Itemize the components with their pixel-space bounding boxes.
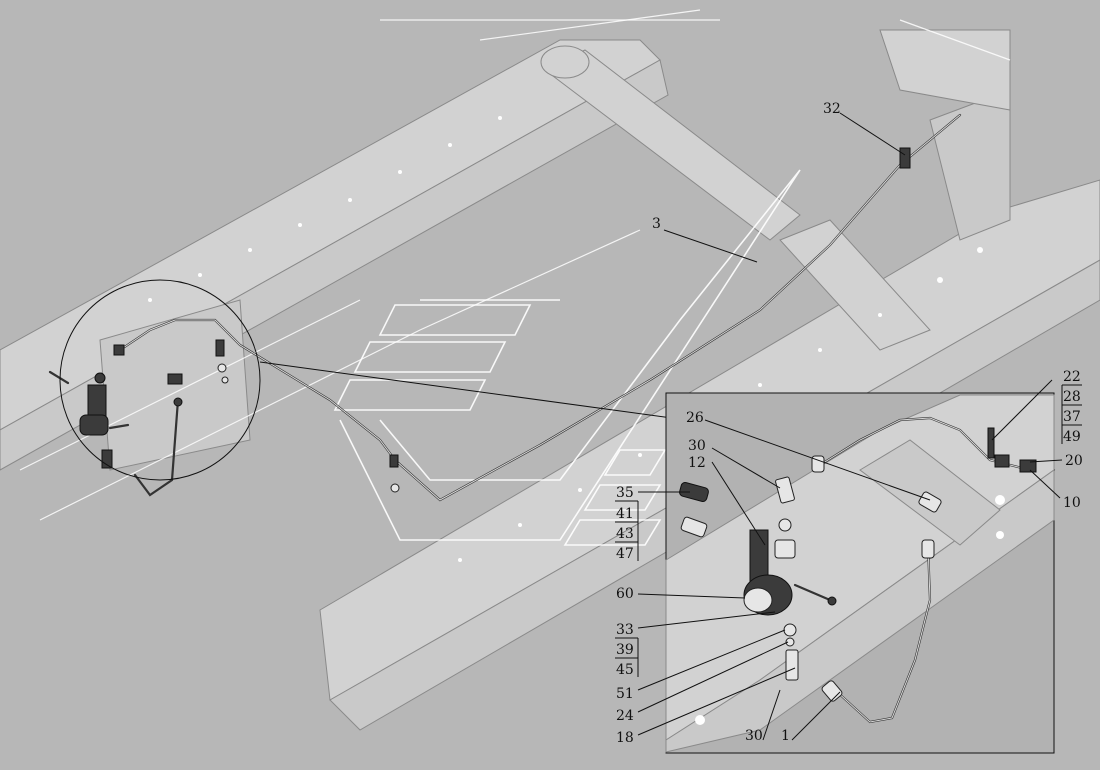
chassis-parts bbox=[48, 147, 911, 493]
callout-22: 22 bbox=[1063, 369, 1081, 385]
callout-33: 33 bbox=[616, 622, 634, 638]
callout-18: 18 bbox=[616, 730, 634, 746]
callout-41: 41 bbox=[616, 506, 634, 522]
callout-20: 20 bbox=[1065, 453, 1083, 469]
callout-30-top: 30 bbox=[688, 438, 706, 454]
callout-28: 28 bbox=[1063, 389, 1081, 405]
callout-49: 49 bbox=[1063, 429, 1081, 445]
callout-39: 39 bbox=[616, 642, 634, 658]
callout-51: 51 bbox=[616, 686, 634, 702]
callout-3: 3 bbox=[652, 216, 661, 232]
callout-26: 26 bbox=[686, 410, 704, 426]
callout-group-rules bbox=[615, 384, 1082, 677]
watermark-logo bbox=[333, 169, 801, 546]
callout-60: 60 bbox=[616, 586, 634, 602]
callout-47: 47 bbox=[616, 546, 634, 562]
callout-12: 12 bbox=[688, 455, 706, 471]
detail-circle bbox=[59, 279, 261, 481]
callout-32: 32 bbox=[823, 101, 841, 117]
callout-1: 1 bbox=[781, 728, 790, 744]
callout-37: 37 bbox=[1063, 409, 1081, 425]
callout-30-bottom: 30 bbox=[745, 728, 763, 744]
detail-inset bbox=[665, 392, 1055, 754]
callout-45: 45 bbox=[616, 662, 634, 678]
callout-43: 43 bbox=[616, 526, 634, 542]
callout-35: 35 bbox=[616, 485, 634, 501]
callout-10: 10 bbox=[1063, 495, 1081, 511]
leader-lines bbox=[637, 112, 1063, 741]
callout-24: 24 bbox=[616, 708, 634, 724]
callout-labels: 32 3 22 28 37 49 20 10 26 30 12 35 41 43… bbox=[616, 101, 1083, 746]
